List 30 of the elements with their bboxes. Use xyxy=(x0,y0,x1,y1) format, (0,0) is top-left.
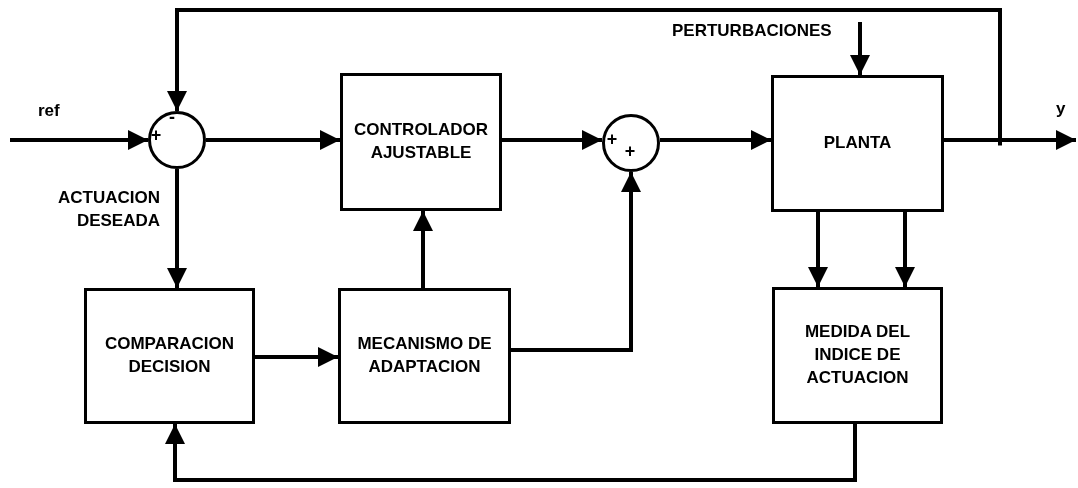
arrow xyxy=(255,347,338,367)
sign-label: - xyxy=(169,108,175,126)
sign-label: + xyxy=(606,130,618,148)
sign-label: + xyxy=(624,142,636,160)
block-box xyxy=(772,287,943,424)
block-label: CONTROLADOR AJUSTABLE xyxy=(352,119,490,164)
sign-label: + xyxy=(150,126,162,144)
arrow xyxy=(850,22,870,75)
arrow xyxy=(895,212,915,287)
arrow xyxy=(808,212,828,287)
arrow xyxy=(165,424,857,482)
summing-junction xyxy=(148,111,206,169)
block-box xyxy=(340,73,502,211)
arrow xyxy=(660,130,771,150)
block-box xyxy=(84,288,255,424)
arrow xyxy=(167,169,187,288)
arrow xyxy=(10,130,148,150)
block-label: MEDIDA DEL INDICE DE ACTUACION xyxy=(803,321,912,389)
block-label: MECANISMO DE ADAPTACION xyxy=(356,333,493,378)
block-label: COMPARACION DECISION xyxy=(103,333,236,378)
arrow xyxy=(413,211,433,288)
arrow xyxy=(511,172,641,352)
arrow xyxy=(502,130,602,150)
block-box xyxy=(771,75,944,212)
summing-junction xyxy=(602,114,660,172)
block-label: PLANTA xyxy=(822,132,893,155)
arrow xyxy=(944,130,1076,150)
arrow xyxy=(167,8,1002,146)
arrow xyxy=(206,130,340,150)
block-box xyxy=(338,288,511,424)
